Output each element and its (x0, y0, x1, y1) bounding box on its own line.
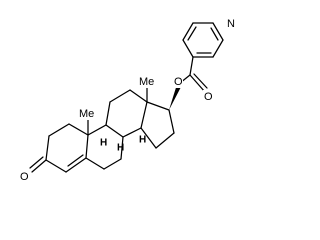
c8-hydrogen-label: H (117, 143, 124, 154)
wedge-bond (169, 81, 182, 110)
bond (31, 159, 47, 173)
ketone-oxygen-label: O (20, 171, 29, 183)
c10-methyl-label: Me (79, 108, 94, 120)
label-background (203, 90, 213, 103)
bond (189, 56, 194, 76)
bond (140, 127, 157, 149)
bond (189, 74, 206, 93)
pyridine-ring (182, 22, 224, 58)
bond (45, 159, 67, 173)
c14-hydrogen-label: H (139, 135, 146, 146)
ester-group (179, 56, 208, 93)
bond (103, 158, 122, 170)
double-bond-inner (193, 73, 208, 89)
double-bond-inner (187, 26, 197, 41)
nitrogen-label: N (227, 18, 235, 30)
bond (105, 101, 111, 126)
bond (85, 134, 89, 159)
bond (182, 39, 194, 58)
label-background (19, 170, 29, 183)
bond (65, 157, 87, 173)
bond (146, 101, 170, 111)
bond (212, 22, 224, 41)
label-background (138, 76, 156, 88)
c9-hydrogen-label: H (100, 138, 107, 149)
bond (45, 135, 50, 161)
bond (212, 39, 224, 58)
bond (140, 101, 148, 129)
bond (182, 22, 194, 41)
steroid-skeleton (29, 81, 182, 173)
bond (85, 157, 105, 170)
bond (109, 89, 131, 103)
bond (68, 123, 89, 136)
carbonyl-oxygen-label: O (204, 91, 213, 103)
bond (120, 136, 124, 160)
bond (155, 132, 175, 149)
bond (87, 124, 107, 136)
label-background (78, 108, 96, 120)
bond (129, 89, 148, 103)
chemical-structure-diagram: N O O O Me Me H H H (19, 17, 237, 183)
double-bond-inner (29, 156, 44, 169)
ester-oxygen-label: O (174, 76, 183, 88)
bond (168, 109, 175, 134)
atom-labels: N O O O Me Me H H H (19, 17, 237, 183)
bond (48, 123, 70, 137)
c13-methyl-label: Me (139, 76, 154, 88)
double-bond-inner (210, 27, 219, 41)
double-bond-inner (67, 154, 84, 167)
label-background (173, 75, 183, 88)
bond (105, 124, 124, 138)
label-background (226, 17, 237, 30)
bond (122, 127, 142, 138)
